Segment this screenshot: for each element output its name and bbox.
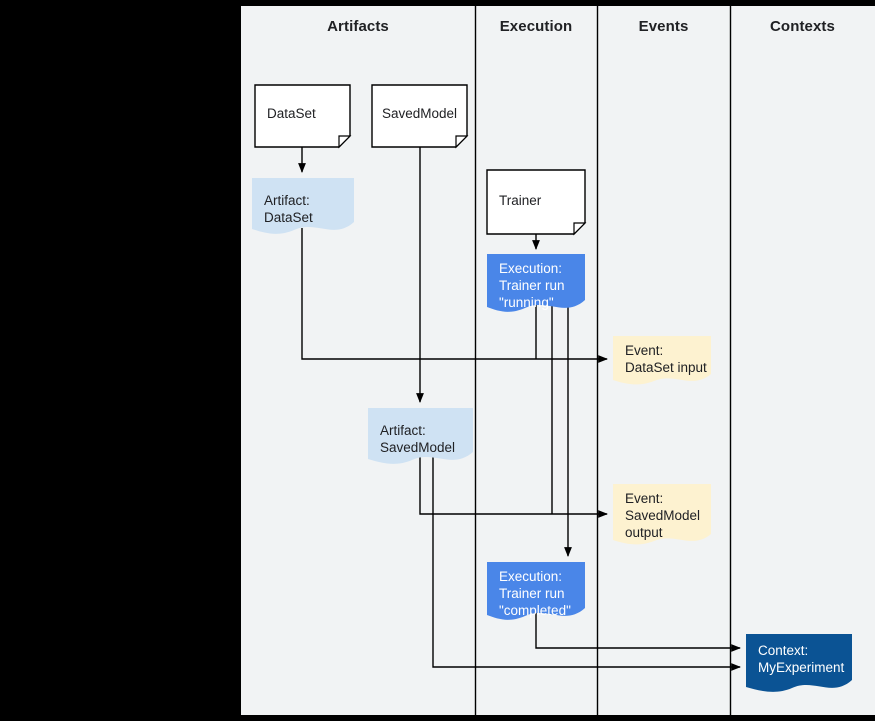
node-event-dataset-input[interactable]: Event: DataSet input [613, 336, 711, 382]
node-context-myexperiment-label: Context: MyExperiment [758, 643, 845, 675]
shape-trainer-doc[interactable] [486, 169, 587, 236]
node-artifact-dataset-label: Artifact: DataSet [264, 193, 313, 225]
node-context-myexperiment[interactable]: Context: MyExperiment [746, 634, 852, 686]
node-dataset-doc-label: DataSet [267, 106, 316, 121]
shape-savedmodel-doc[interactable] [371, 84, 469, 149]
node-execution-completed-label: Execution: Trainer run "completed" [499, 569, 571, 618]
shape-context-myexperiment[interactable] [746, 634, 852, 692]
swimlane-dividers [474, 6, 732, 715]
node-event-dataset-input-label: Event: DataSet input [625, 343, 707, 375]
node-execution-completed[interactable]: Execution: Trainer run "completed" [487, 562, 585, 618]
column-header-artifacts: Artifacts [327, 18, 389, 35]
shape-event-savedmodel-output[interactable] [613, 484, 711, 545]
shape-dataset-doc[interactable] [254, 84, 352, 149]
edge-artifactsaved-to-context [432, 455, 741, 671]
node-event-savedmodel-output[interactable]: Event: SavedModel output [613, 484, 711, 542]
edge-artifactdataset-to-event-input [301, 228, 608, 363]
connectors [298, 147, 741, 671]
node-artifact-savedmodel[interactable]: Artifact: SavedModel [368, 408, 473, 462]
node-artifact-savedmodel-label: Artifact: SavedModel [380, 423, 456, 455]
node-dataset-doc[interactable]: DataSet [255, 85, 350, 147]
node-shapes [252, 84, 852, 692]
node-artifact-dataset[interactable]: Artifact: DataSet [252, 178, 354, 232]
node-execution-running-label: Execution: Trainer run "running" [499, 261, 565, 310]
column-header-events: Events [638, 18, 689, 35]
shape-event-dataset-input[interactable] [613, 336, 711, 385]
node-execution-running[interactable]: Execution: Trainer run "running" [487, 254, 585, 310]
edge-completed-to-context [535, 612, 741, 652]
shape-execution-running[interactable] [487, 254, 585, 312]
edge-artifactsaved-to-event-output [419, 455, 608, 518]
shape-artifact-dataset[interactable] [252, 178, 354, 234]
node-trainer-doc-label: Trainer [499, 193, 542, 208]
node-savedmodel-doc-label: SavedModel [382, 106, 458, 121]
node-event-savedmodel-output-label: Event: SavedModel output [625, 491, 701, 540]
node-trainer-doc[interactable]: Trainer [487, 170, 585, 234]
column-header-execution: Execution [499, 18, 573, 35]
node-savedmodel-doc[interactable]: SavedModel [372, 85, 467, 147]
shape-execution-completed[interactable] [487, 562, 585, 620]
column-header-contexts: Contexts [770, 18, 835, 35]
shape-artifact-savedmodel[interactable] [368, 408, 473, 464]
